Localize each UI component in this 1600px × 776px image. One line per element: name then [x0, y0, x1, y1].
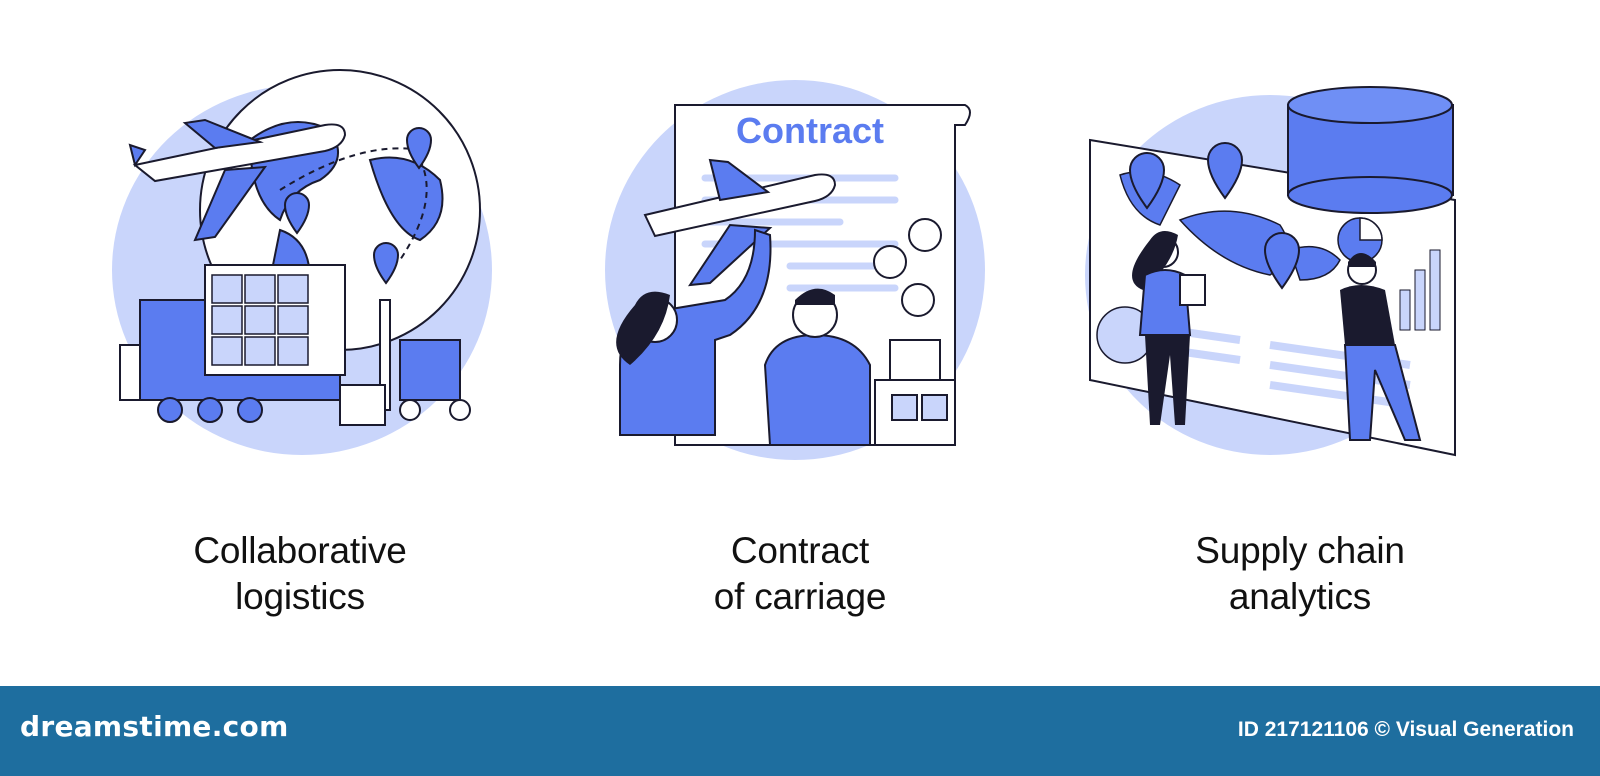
- caption-line-2: analytics: [1228, 576, 1372, 617]
- dollar-coin-icon: [873, 218, 942, 317]
- forklift-icon: [339, 299, 471, 426]
- caption-line-1: Collaborative: [193, 530, 407, 571]
- logistics-illustration: [112, 69, 492, 455]
- airplane-icon: [643, 158, 837, 287]
- caption-line-1: Contract: [730, 530, 870, 571]
- caption-line-2: of carriage: [713, 576, 887, 617]
- panel-collaborative-logistics: Collaborative logistics: [40, 0, 560, 686]
- caption-line-1: Supply chain: [1195, 530, 1405, 571]
- truck-icon: [119, 264, 346, 423]
- airplane-icon: [128, 118, 347, 242]
- panel-supply-chain-analytics: Supply chain analytics: [1040, 0, 1560, 686]
- caption-collaborative-logistics: Collaborative logistics: [40, 528, 560, 620]
- caption-line-2: logistics: [235, 576, 365, 617]
- analytics-illustration: [1085, 86, 1456, 457]
- caption-supply-chain-analytics: Supply chain analytics: [1040, 528, 1560, 620]
- map-pin-icon: [283, 127, 433, 285]
- person-woman-icon: [616, 228, 772, 436]
- map-pin-icon: [1128, 142, 1301, 290]
- contract-illustration: [605, 80, 985, 460]
- person-woman-icon: [1132, 231, 1206, 425]
- caption-contract-of-carriage: Contract of carriage: [540, 528, 1060, 620]
- contract-document-title: Contract: [735, 110, 884, 151]
- person-man-icon: [763, 288, 871, 446]
- brand-logo[interactable]: dreamstime.com: [20, 710, 289, 743]
- database-icon: [1287, 86, 1454, 214]
- person-man-icon: [1340, 253, 1422, 441]
- image-credit: ID 217121106 © Visual Generation: [1237, 718, 1574, 741]
- panel-contract-of-carriage: Contract Contract of carriage: [540, 0, 1060, 686]
- box-icon: [874, 339, 956, 446]
- footer-bar: dreamstime.com ID 217121106 © Visual Gen…: [0, 686, 1600, 776]
